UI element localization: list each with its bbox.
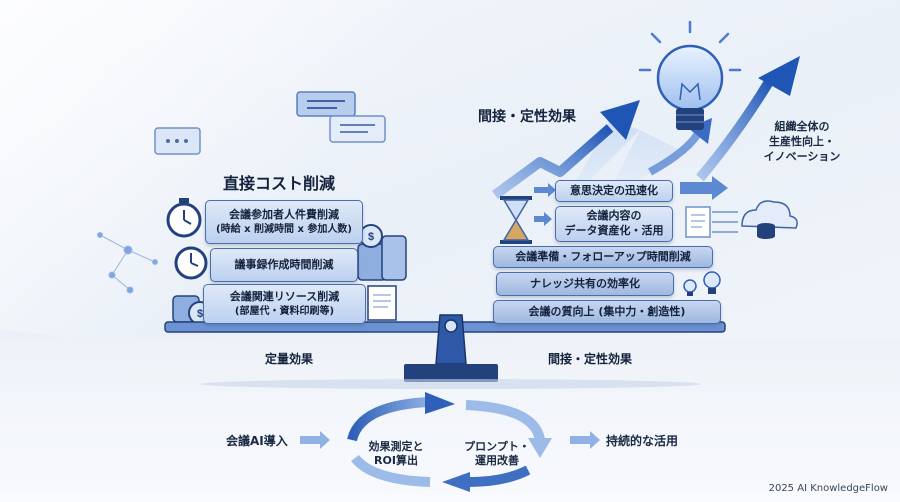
left-item-labor-cost-line2: (時給 x 削減時間 x 参加人数) <box>216 223 352 235</box>
cycle-node-measure: 効果測定と ROI算出 <box>360 440 432 469</box>
left-item-resources-line1: 会議関連リソース削減 <box>229 289 340 303</box>
footer-credit: 2025 AI KnowledgeFlow <box>768 483 888 494</box>
left-item-labor-cost-line1: 会議参加者人件費削減 <box>229 207 339 221</box>
arrow-icon <box>534 176 728 226</box>
outcome-line3: イノベーション <box>763 149 841 163</box>
left-item-resources: 会議関連リソース削減 (部屋代・資料印刷等) <box>203 284 366 324</box>
outcome-text: 組織全体の 生産性向上・ イノベーション <box>748 120 856 165</box>
scale-icon <box>164 314 726 389</box>
floating-item-decision: 意思決定の迅速化 <box>555 180 673 202</box>
cycle-end-label: 持続的な活用 <box>606 434 679 448</box>
stopwatch-icon <box>166 198 202 238</box>
outcome-line2: 生産性向上・ <box>769 134 835 148</box>
paper-stack-icon <box>367 285 397 321</box>
left-item-minutes-time: 議事録作成時間削減 <box>210 248 358 282</box>
flow-arrow-icon <box>300 431 600 449</box>
svg-text:$: $ <box>197 308 203 320</box>
left-base-label: 定量効果 <box>265 352 314 366</box>
upward-arrow-icon <box>648 56 800 182</box>
hourglass-icon <box>500 196 532 244</box>
floating-item-data-asset: 会議内容の データ資産化・活用 <box>555 206 673 242</box>
cycle-node-improve: プロンプト・ 運用改善 <box>458 440 536 469</box>
data-flow-arrow-icon <box>712 211 738 233</box>
lightbulb-icon <box>638 20 742 130</box>
stack-item-quality: 会議の質向上 (集中力・創造性) <box>493 300 721 324</box>
stack-item-preparation: 会議準備・フォローアップ時間削減 <box>493 246 713 268</box>
growth-arrow-icon <box>492 100 640 200</box>
small-lightbulb-icon <box>683 271 721 296</box>
cycle-node-improve-line2: 運用改善 <box>475 454 519 468</box>
left-item-resources-line2: (部屋代・資料印刷等) <box>234 305 335 317</box>
cycle-node-improve-line1: プロンプト・ <box>464 440 530 453</box>
left-section-title: 直接コスト削減 <box>223 174 336 193</box>
cycle-arrow-icon <box>347 392 552 492</box>
right-section-title: 間接・定性効果 <box>478 109 576 125</box>
svg-text:$: $ <box>368 231 374 243</box>
coins-icon: $ <box>357 224 407 281</box>
chat-bubble-icon <box>154 91 386 155</box>
right-base-label: 間接・定性効果 <box>548 352 633 366</box>
clock-icon <box>174 246 208 280</box>
document-icon <box>685 206 711 238</box>
floating-item-data-asset-line2: データ資産化・活用 <box>564 224 664 237</box>
cycle-node-measure-line1: 効果測定と <box>368 440 424 453</box>
stack-item-knowledge: ナレッジ共有の効率化 <box>496 272 674 296</box>
left-item-labor-cost: 会議参加者人件費削減 (時給 x 削減時間 x 参加人数) <box>205 200 363 244</box>
outcome-line1: 組織全体の <box>774 120 830 133</box>
cycle-node-measure-line2: ROI算出 <box>374 454 418 468</box>
network-icon <box>97 232 158 294</box>
floating-item-decision-line1: 意思決定の迅速化 <box>570 183 658 197</box>
cycle-start-label: 会議AI導入 <box>226 434 288 448</box>
left-item-minutes-time-line1: 議事録作成時間削減 <box>234 257 334 271</box>
cloud-database-icon <box>741 200 798 239</box>
floating-item-data-asset-line1: 会議内容の <box>586 209 642 223</box>
